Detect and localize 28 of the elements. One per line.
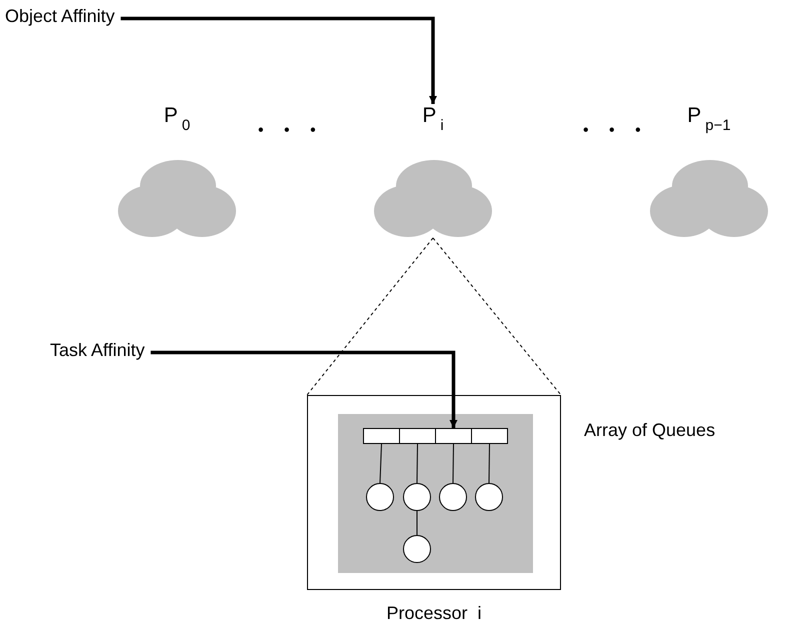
connector-line <box>488 444 490 484</box>
connector-line <box>416 444 418 484</box>
connector-line <box>452 444 454 484</box>
array-label: Array of Queues <box>584 420 716 441</box>
processor-label: P$_{p−1}$ <box>686 104 732 134</box>
queue-slot <box>399 428 436 444</box>
queue-panel <box>338 414 533 573</box>
processor-label: P$_{0}$ <box>162 104 192 134</box>
connector-line <box>416 510 418 536</box>
ellipsis-dots: • • • <box>583 122 649 140</box>
processor-caption: Processor i <box>385 603 483 624</box>
task-circle <box>475 483 503 511</box>
task-circle <box>366 483 394 511</box>
arrow <box>150 350 458 428</box>
affinity-label: Object Affinity <box>5 6 115 27</box>
connector-line <box>380 444 382 484</box>
ellipsis-dots: • • • <box>258 122 324 140</box>
processor-label: P$_{i}$ <box>421 104 445 134</box>
zoom-line <box>306 238 434 396</box>
queue-slot <box>435 428 472 444</box>
arrow <box>120 16 437 104</box>
affinity-label: Task Affinity <box>50 340 145 361</box>
task-circle <box>403 483 431 511</box>
queue-slot <box>363 428 400 444</box>
task-circle <box>439 483 467 511</box>
task-circle <box>403 535 431 563</box>
queue-slot <box>471 428 508 444</box>
zoom-line <box>432 238 562 396</box>
